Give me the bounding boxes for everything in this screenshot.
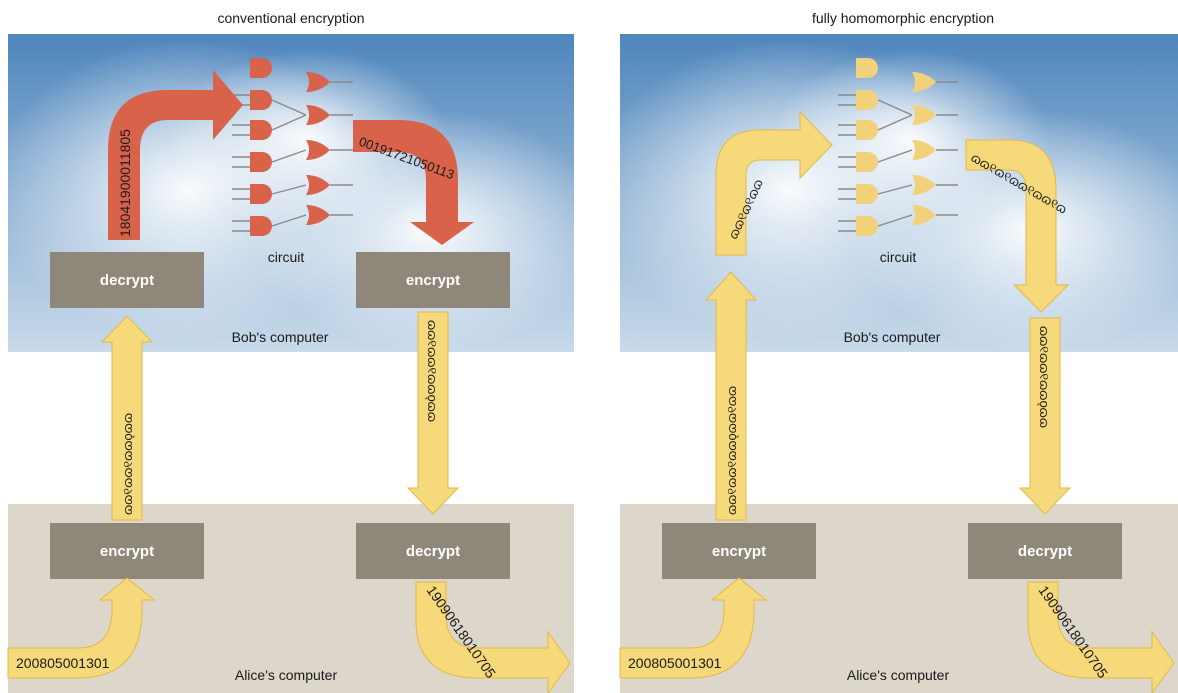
curve-out-arrow [353,120,474,245]
cipher-down-text: ɷɷ୧ɷɷ୧ɷɷǫɷɷ [425,320,440,422]
bob-label: Bob's computer [232,329,329,345]
conventional-diagram: circuit 18041900011805 00191721050113 de… [0,34,608,693]
curve-in-text: 18041900011805 [117,129,133,237]
panel-conventional: conventional encryption [0,0,608,693]
decrypt-box-bob [50,252,204,308]
panel-title: conventional encryption [217,10,365,26]
alice-output-arrow [415,581,571,693]
curve-in-arrow [108,70,243,240]
cipher-up-text: ɷɷ୧ɷɷ୧ɷɷǫɷɷ [120,413,135,515]
cipher-up-arrow [100,315,154,521]
circuit-label: circuit [268,249,305,265]
alice-input-arrow [7,577,156,679]
alice-label: Alice's computer [235,667,338,683]
circuit-label: circuit [880,249,917,265]
circuit-gate-shapes [250,58,330,236]
encrypt-box-alice [50,523,204,579]
alice-input-arrow [619,577,768,679]
circuit-gates [838,81,958,232]
panel-homomorphic: fully homomorphic encryption [590,0,1178,693]
decrypt-box-alice [356,523,510,579]
decrypt-label-alice: decrypt [1018,543,1072,560]
circuit-gate-shapes [856,58,936,236]
bob-label: Bob's computer [844,329,941,345]
encrypt-label-bob: encrypt [406,272,460,289]
alice-input-text: 200805001301 [628,655,722,671]
decrypt-label-alice: decrypt [406,543,460,560]
panel-title: fully homomorphic encryption [811,10,995,26]
curve-in-arrow [715,110,833,256]
encrypt-box-bob [356,252,510,308]
encrypt-label-alice: encrypt [100,543,154,560]
decrypt-label-bob: decrypt [100,272,154,289]
decrypt-box-alice [968,523,1122,579]
cipher-down-arrow [406,311,460,515]
curve-out-arrow [965,139,1070,313]
alice-input-text: 200805001301 [16,655,110,671]
cipher-up-text: ɷɷ୧ɷɷ୧ɷɷǫɷɷ୧ɷɷ [724,386,739,515]
alice-output-arrow [1027,581,1175,693]
cipher-down-arrow [1018,317,1072,515]
cipher-down-text: ɷɷ୧ɷɷ୧ɷɷǫɷɷ [1037,326,1052,428]
encrypt-label-alice: encrypt [712,543,766,560]
cipher-up-arrow [704,271,758,521]
alice-label: Alice's computer [847,667,950,683]
encrypt-box-alice [662,523,816,579]
homomorphic-diagram: circuit ɷɷ୧ɷ୧ɷɷ ɷɷ୧ɷ୧ɷɷ୧ɷɷ୧ɷ encrypt dec… [590,34,1178,693]
